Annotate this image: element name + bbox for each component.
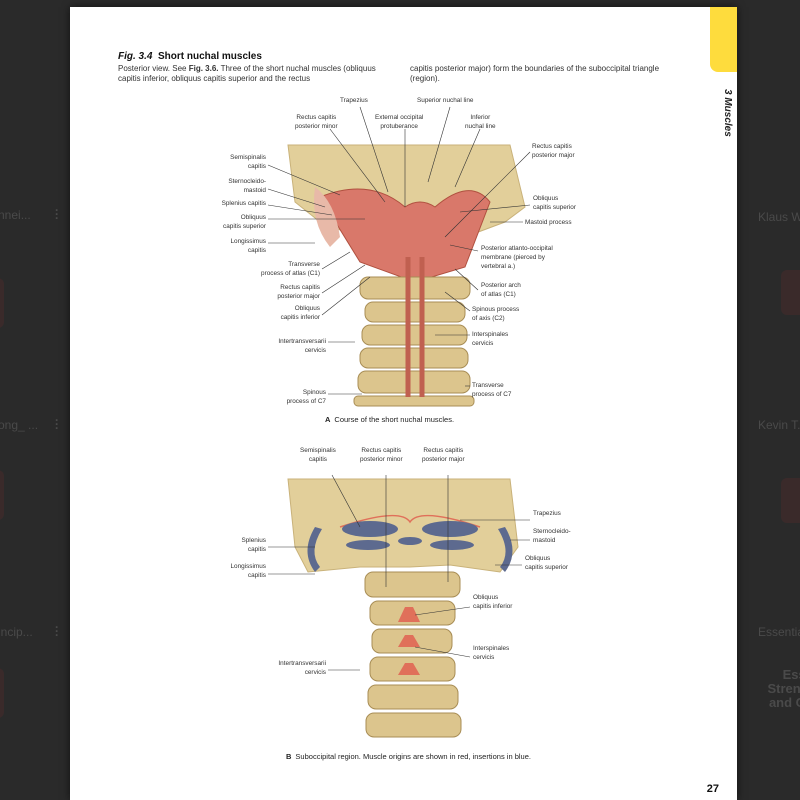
label-b-trapezius: Trapezius bbox=[533, 510, 561, 517]
more-options-icon: ··· bbox=[55, 203, 59, 225]
label-b-obliquus-inferior: Obliquus capitis inferior bbox=[473, 594, 513, 610]
leader-lines-a bbox=[267, 106, 531, 395]
label-external-occipital-protuberance: External occipital protuberance bbox=[375, 114, 424, 130]
label-b-semispinalis: Semispinalis capitis bbox=[300, 447, 336, 463]
label-b-rcp-minor: Rectus capitis posterior minor bbox=[360, 447, 403, 463]
figure-description-left: Posterior view. See Fig. 3.6. Three of t… bbox=[118, 64, 378, 84]
chapter-tab bbox=[710, 7, 737, 72]
document-page: 3 Muscles Fig. 3.4 Short nuchal muscles … bbox=[70, 7, 737, 800]
more-options-icon: ··· bbox=[55, 620, 59, 642]
background-list-item: nnei... bbox=[0, 208, 31, 222]
page-number: 27 bbox=[706, 783, 719, 795]
label-b-obliquus-superior: Obliquus capitis superior bbox=[525, 555, 568, 571]
label-sternocleidomastoid: Sternocleido- mastoid bbox=[228, 178, 266, 194]
desc-text: Three of the short nuchal muscles (obliq… bbox=[118, 64, 376, 83]
label-b-longissimus: Longissimus capitis bbox=[230, 563, 266, 579]
label-spinous-process-c2: Spinous process of axis (C2) bbox=[472, 306, 520, 322]
label-trapezius: Trapezius bbox=[340, 97, 368, 104]
label-obliquus-inferior: Obliquus capitis inferior bbox=[280, 305, 320, 321]
desc-text: Posterior view. See bbox=[118, 64, 189, 73]
muscles-a bbox=[319, 188, 491, 283]
illustration-a bbox=[287, 144, 526, 407]
caption-letter: B bbox=[286, 752, 292, 761]
insertion-areas bbox=[307, 521, 513, 572]
figure-title-text: Short nuchal muscles bbox=[158, 51, 262, 62]
label-interspinales: Interspinales cervicis bbox=[472, 331, 509, 347]
figure-reference-link[interactable]: Fig. 3.6. bbox=[188, 64, 219, 73]
label-obliquus-superior-right: Obliquus capitis superior bbox=[533, 195, 576, 211]
background-list-item: Kevin T. bbox=[758, 418, 800, 432]
label-b-interspinales: Interspinales cervicis bbox=[473, 645, 510, 661]
leader-lines-b bbox=[268, 474, 530, 671]
background-list-item: Klaus W bbox=[758, 210, 800, 224]
figure-description-right: capitis posterior major) form the bounda… bbox=[410, 64, 660, 83]
label-splenius: Splenius capitis bbox=[221, 200, 266, 207]
cervical-spine-a bbox=[353, 276, 475, 407]
origin-areas bbox=[398, 607, 420, 675]
caption-text: Suboccipital region. Muscle origins are … bbox=[295, 752, 531, 761]
more-options-icon: ··· bbox=[55, 413, 59, 435]
illustration-b bbox=[287, 478, 519, 738]
label-atlanto-occipital-membrane: Posterior atlanto-occipital membrane (pi… bbox=[481, 245, 553, 270]
label-mastoid-process: Mastoid process bbox=[525, 219, 572, 226]
figure-number: Fig. 3.4 bbox=[118, 51, 153, 62]
label-b-splenius: Splenius capitis bbox=[241, 537, 266, 553]
muscles-a-left bbox=[314, 187, 340, 247]
label-transverse-process-c7: Transverse process of C7 bbox=[472, 382, 512, 398]
background-list-item: ong_ ... bbox=[0, 418, 39, 432]
label-inferior-nuchal-line: Inferior nuchal line bbox=[465, 114, 496, 130]
label-b-rcp-major: Rectus capitis posterior major bbox=[422, 447, 465, 463]
cervical-spine-b bbox=[364, 571, 462, 738]
label-rcp-major-right: Rectus capitis posterior major bbox=[532, 143, 575, 159]
label-posterior-arch-atlas: Posterior arch of atlas (C1) bbox=[481, 282, 521, 298]
label-superior-nuchal-line: Superior nuchal line bbox=[417, 97, 474, 104]
background-thumbnail bbox=[781, 270, 800, 315]
chapter-label: 3 Muscles bbox=[722, 89, 733, 137]
background-book-cover-text: Esse Strengt and Co bbox=[767, 667, 800, 710]
background-thumbnail bbox=[0, 278, 4, 328]
label-rcp-major-left: Rectus capitis posterior major bbox=[277, 284, 320, 300]
label-intertransversarii: Intertransversarii cervicis bbox=[278, 338, 326, 354]
skull-b bbox=[287, 478, 519, 573]
label-obliquus-superior-left: Obliquus capitis superior bbox=[223, 214, 266, 230]
background-thumbnail bbox=[0, 470, 4, 520]
background-thumbnail bbox=[0, 668, 4, 718]
background-list-item: Essentia bbox=[758, 625, 800, 639]
label-longissimus: Longissimus capitis bbox=[230, 238, 266, 254]
background-list-item: incip... bbox=[0, 625, 33, 639]
background-thumbnail bbox=[781, 478, 800, 523]
caption-text: Course of the short nuchal muscles. bbox=[334, 415, 455, 424]
label-transverse-process-c1: Transverse process of atlas (C1) bbox=[261, 261, 320, 277]
label-b-sternocleidomastoid: Sternocleido- mastoid bbox=[533, 528, 571, 544]
anatomy-illustrations bbox=[267, 106, 531, 738]
caption-letter: A bbox=[325, 415, 331, 424]
figure-title: Fig. 3.4 Short nuchal muscles bbox=[118, 51, 262, 62]
label-rcp-minor: Rectus capitis posterior minor bbox=[295, 114, 338, 130]
label-b-intertransversarii: Intertransversarii cervicis bbox=[278, 660, 326, 676]
label-spinous-process-c7: Spinous process of C7 bbox=[286, 389, 326, 405]
label-semispinalis: Semispinalis capitis bbox=[230, 154, 266, 170]
